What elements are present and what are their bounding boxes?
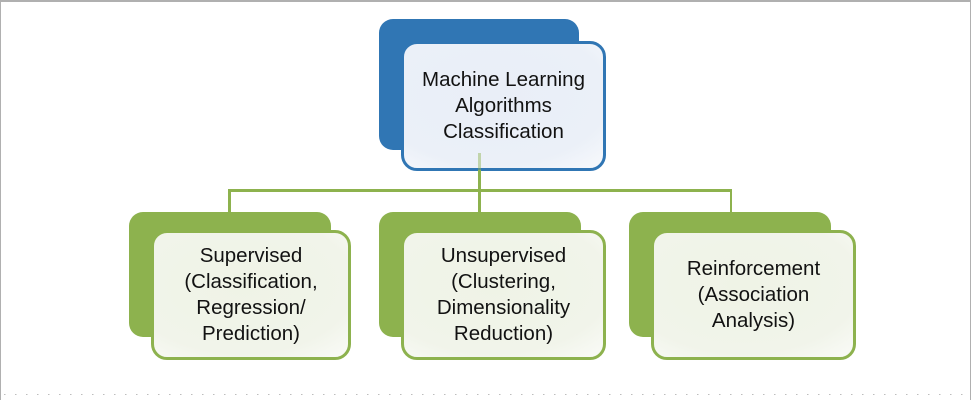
node-supervised: Supervised (Classification, Regression/ …	[151, 230, 351, 360]
page-bottom-dotted-line	[4, 394, 967, 395]
connector-horizontal-bar	[228, 189, 732, 192]
node-reinforcement-label: Reinforcement (Association Analysis)	[686, 257, 821, 332]
connector-root-stem-overlay	[478, 153, 481, 170]
connector-stub-supervised	[228, 189, 231, 212]
connector-stub-reinforcement	[729, 189, 732, 212]
root-node-label: Machine Learning Algorithms Classificati…	[422, 68, 585, 143]
root-node: Machine Learning Algorithms Classificati…	[401, 41, 606, 171]
node-reinforcement: Reinforcement (Association Analysis)	[651, 230, 856, 360]
node-unsupervised: Unsupervised (Clustering, Dimensionality…	[401, 230, 606, 360]
node-unsupervised-label: Unsupervised (Clustering, Dimensionality…	[436, 244, 571, 345]
node-supervised-label: Supervised (Classification, Regression/ …	[184, 244, 318, 345]
